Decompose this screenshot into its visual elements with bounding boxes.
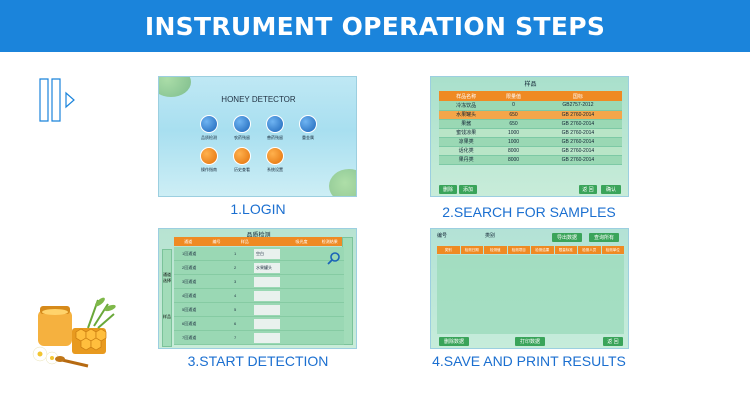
login-screenshot: HONEY DETECTOR 品质检测 农药残留 兽药残留 重金属 操作指南 历… bbox=[158, 76, 357, 197]
quality-test-icon[interactable]: 品质检测 bbox=[195, 115, 223, 141]
step-3-caption: 3.START DETECTION bbox=[187, 353, 329, 369]
export-data-button[interactable]: 导出数据 bbox=[552, 233, 582, 242]
screen-title: HONEY DETECTOR bbox=[221, 95, 296, 104]
save-print-screenshot: 编号 类别 导出数据 查询所有 类别检测日期检测值检测项目检测结果限量标准检测人… bbox=[430, 228, 629, 349]
chevron-play-icon bbox=[39, 78, 75, 122]
guide-icon[interactable]: 操作指南 bbox=[195, 147, 223, 173]
heavy-metal-icon[interactable]: 重金属 bbox=[294, 115, 322, 141]
search-icon[interactable] bbox=[327, 251, 341, 265]
step-2-caption: 2.SEARCH FOR SAMPLES bbox=[442, 204, 616, 220]
step-1-caption: 1.LOGIN bbox=[230, 201, 286, 217]
query-all-button[interactable]: 查询所有 bbox=[589, 233, 619, 242]
step-4-caption: 4.SAVE AND PRINT RESULTS bbox=[432, 353, 626, 369]
delete-data-button[interactable]: 删除数据 bbox=[439, 337, 469, 346]
add-button[interactable]: 添加 bbox=[459, 185, 477, 194]
back-button[interactable]: 返 回 bbox=[603, 337, 623, 346]
pesticide-residue-icon[interactable]: 农药残留 bbox=[228, 115, 256, 141]
title-banner: INSTRUMENT OPERATION STEPS bbox=[0, 0, 750, 52]
confirm-button[interactable]: 确认 bbox=[601, 185, 621, 194]
honey-jar-illustration bbox=[32, 297, 116, 368]
results-table bbox=[437, 255, 624, 334]
back-button[interactable]: 返 回 bbox=[579, 185, 597, 194]
vet-drug-residue-icon[interactable]: 兽药残留 bbox=[261, 115, 289, 141]
delete-button[interactable]: 删除 bbox=[439, 185, 457, 194]
settings-icon[interactable]: 系统设置 bbox=[261, 147, 289, 173]
function-icon-grid: 品质检测 农药残留 兽药残留 重金属 操作指南 历史查看 系统设置 bbox=[195, 115, 325, 173]
detection-columns: 通道编号样品吸光度检测结果 bbox=[174, 237, 344, 246]
results-columns: 类别检测日期检测值检测项目检测结果限量标准检测人员检测单位 bbox=[437, 246, 624, 254]
page-title: INSTRUMENT OPERATION STEPS bbox=[144, 11, 606, 41]
screen-title: 样品 bbox=[524, 82, 537, 88]
screen-title: 品质检测 bbox=[246, 233, 271, 239]
left-side-panel: 通道选择 样品 bbox=[162, 249, 172, 347]
filter-bar: 编号 类别 bbox=[437, 233, 496, 239]
history-icon[interactable]: 历史查看 bbox=[228, 147, 256, 173]
print-data-button[interactable]: 打印数据 bbox=[515, 337, 545, 346]
